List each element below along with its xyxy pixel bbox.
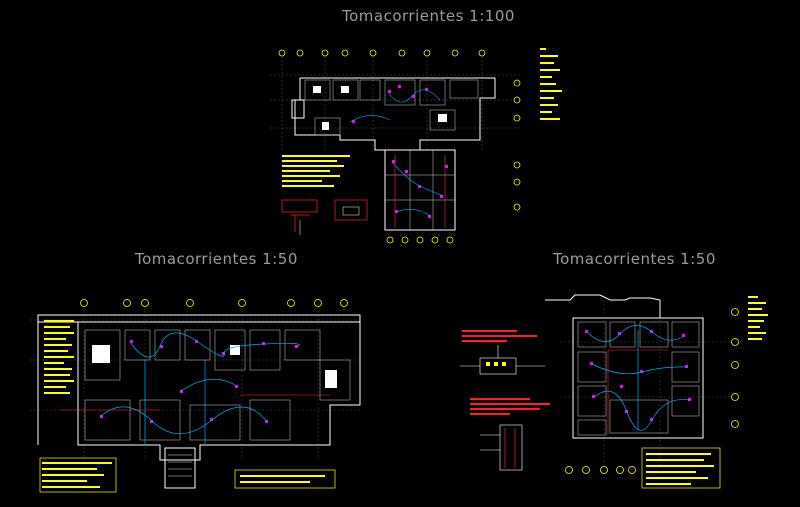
axis-bubbles-right-plan [565, 308, 739, 474]
axis-bubbles-right-main [513, 79, 521, 211]
notes-block-left [42, 320, 112, 488]
plan-right-1-50 [545, 294, 768, 489]
notes-block-main [282, 155, 350, 187]
legend-right [748, 296, 768, 340]
legend-main [540, 48, 562, 120]
notes-block-right [646, 453, 714, 485]
sheet-title-left: Tomacorrientes 1:50 [135, 250, 298, 268]
sheet-title-main: Tomacorrientes 1:100 [342, 7, 515, 25]
plan-left-1-50 [30, 299, 361, 493]
plan-main-1-100 [270, 48, 562, 244]
axis-bubbles-top-left [80, 299, 348, 307]
axis-bubbles-top-main [278, 49, 486, 57]
sheet-title-right: Tomacorrientes 1:50 [553, 250, 716, 268]
centre-details [460, 330, 550, 471]
